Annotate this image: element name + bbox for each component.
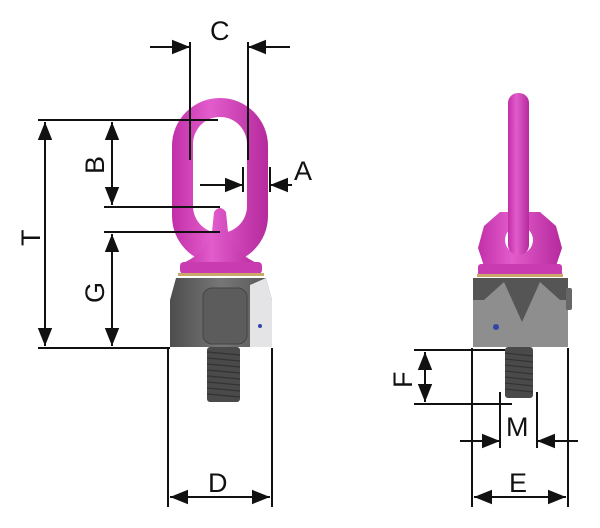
label-b: B: [80, 156, 110, 174]
label-a: A: [294, 156, 312, 186]
washer: [178, 273, 264, 276]
washer-side: [477, 274, 563, 277]
nut-chamfer: [473, 278, 568, 322]
label-m: M: [506, 412, 529, 442]
label-g: G: [80, 282, 110, 303]
label-f: F: [388, 372, 418, 389]
label-e: E: [509, 468, 527, 498]
swivel-base-side: [478, 264, 562, 276]
label-c: C: [210, 16, 230, 46]
marking-dot: [258, 324, 262, 328]
nut-face-light: [250, 278, 272, 347]
lifting-bail: [508, 93, 529, 255]
marking-dot-side: [493, 324, 499, 330]
thread: [207, 347, 240, 402]
ring-opening: [193, 117, 247, 233]
front-view: [170, 98, 272, 402]
thread-lines-side: [504, 352, 534, 393]
side-dimensions: [414, 348, 578, 507]
nut-face: [202, 287, 248, 345]
side-view: [473, 93, 572, 398]
swivel-neck: [180, 208, 260, 264]
nut-pin: [566, 288, 572, 310]
front-dimensions: [37, 39, 292, 507]
swivel-base: [180, 262, 262, 274]
label-d: D: [208, 468, 228, 498]
label-t: T: [16, 230, 46, 247]
thread-lines: [206, 351, 241, 398]
